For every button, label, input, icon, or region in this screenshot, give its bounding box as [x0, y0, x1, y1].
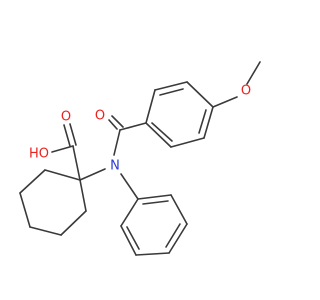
methoxy-oxygen-label: O: [241, 84, 251, 99]
acid-carbonyl-oxygen-label: O: [61, 110, 71, 125]
bond-n-phenyl: [120, 173, 139, 200]
bond-quaternary-c-acid-c: [72, 145, 81, 181]
amide-nitrogen-label: N: [110, 159, 120, 174]
methoxyphenyl-ring: [145, 81, 214, 148]
bond-methyl-o: [246, 61, 261, 85]
bond-ring-carbonyl-c: [119, 122, 147, 131]
cyclohexane-ring: [19, 169, 87, 236]
structure-canvas: O O O HO N: [19, 61, 261, 256]
bond-carbonyl-double-b: [111, 115, 124, 128]
bond-acid-double-b: [69, 123, 77, 146]
phenyl-ring: [120, 194, 188, 256]
bond-o-aryl: [212, 96, 238, 108]
bond-acid-c-oh: [51, 145, 74, 153]
carbonyl-oxygen-label: O: [95, 109, 105, 124]
bond-acid-double-a: [63, 124, 71, 147]
bond-carbonyl-double-a: [108, 119, 118, 130]
bond-n-quaternary-c: [79, 168, 106, 181]
bond-carbonyl-n: [113, 129, 121, 156]
hydroxyl-label: HO: [29, 147, 49, 162]
molecule-drawing: O O O HO N: [19, 61, 261, 256]
